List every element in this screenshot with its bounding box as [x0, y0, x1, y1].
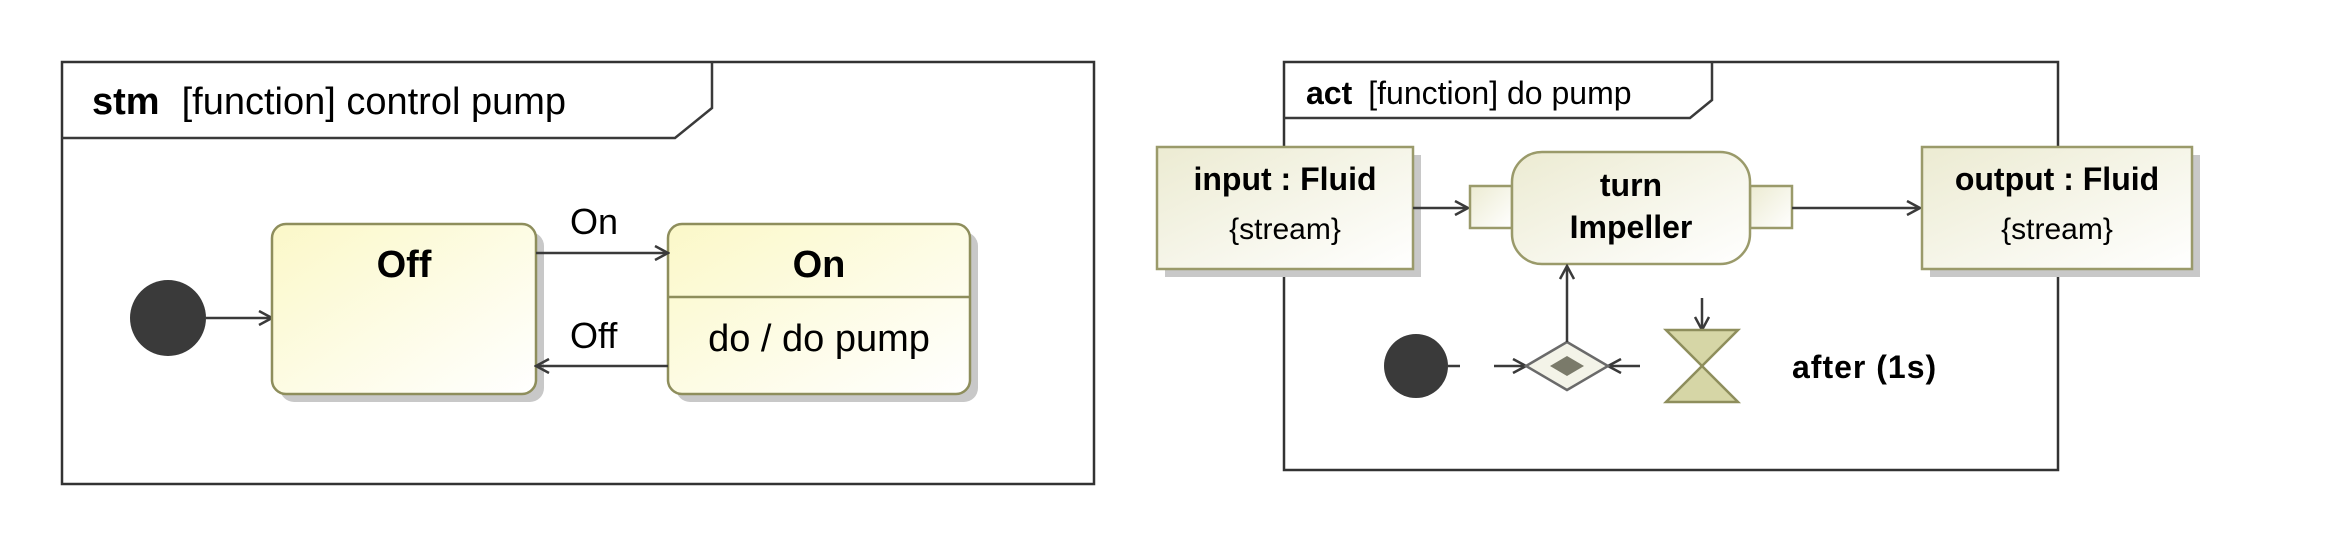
action-turn-impeller[interactable]: turn Impeller: [1468, 150, 1794, 266]
output-node-stereotype: {stream}: [2001, 213, 2113, 246]
merge-node[interactable]: [1494, 326, 1640, 392]
action-box: [1510, 150, 1752, 266]
stm-frame-label: stm [function] control pump: [92, 81, 566, 123]
merge-diamond-inner: [1550, 356, 1584, 376]
transition-off-to-on-label: On: [570, 201, 618, 242]
output-node-box: [1920, 145, 2194, 271]
state-on-box: [666, 222, 972, 396]
stm-frame-tab: [62, 62, 714, 140]
state-on-behavior: do / do pump: [708, 318, 930, 360]
stm-keyword: stm: [92, 81, 160, 123]
state-off-name: Off: [377, 244, 432, 286]
hourglass-icon: [1662, 328, 1742, 404]
act-keyword: act: [1306, 75, 1353, 111]
stm-title: [function] control pump: [182, 81, 566, 123]
time-event-label: after (1s): [1792, 349, 1937, 385]
input-node-name: input : Fluid: [1193, 161, 1376, 197]
action-label-line2: Impeller: [1570, 209, 1693, 245]
act-frame-tab: [1284, 62, 1714, 120]
action-input-pin[interactable]: [1468, 184, 1514, 230]
output-node-name: output : Fluid: [1955, 161, 2159, 197]
transition-on-to-off-label: Off: [570, 315, 618, 356]
output-object-node[interactable]: output : Fluid {stream}: [1920, 145, 2200, 277]
action-output-pin[interactable]: [1748, 184, 1794, 230]
stm-initial-node: [130, 280, 206, 356]
time-event-node[interactable]: after (1s): [1662, 298, 1937, 404]
state-off[interactable]: Off: [270, 222, 544, 402]
input-object-node[interactable]: input : Fluid {stream}: [1155, 145, 1421, 277]
input-node-box: [1155, 145, 1415, 271]
act-initial-node: [1384, 334, 1448, 398]
state-off-box: [270, 222, 538, 396]
state-on-name: On: [793, 244, 846, 286]
act-frame-label: act [function] do pump: [1306, 75, 1632, 111]
act-title: [function] do pump: [1368, 75, 1631, 111]
state-on[interactable]: On do / do pump: [666, 222, 978, 402]
input-node-stereotype: {stream}: [1229, 213, 1341, 246]
action-label-line1: turn: [1600, 167, 1662, 203]
